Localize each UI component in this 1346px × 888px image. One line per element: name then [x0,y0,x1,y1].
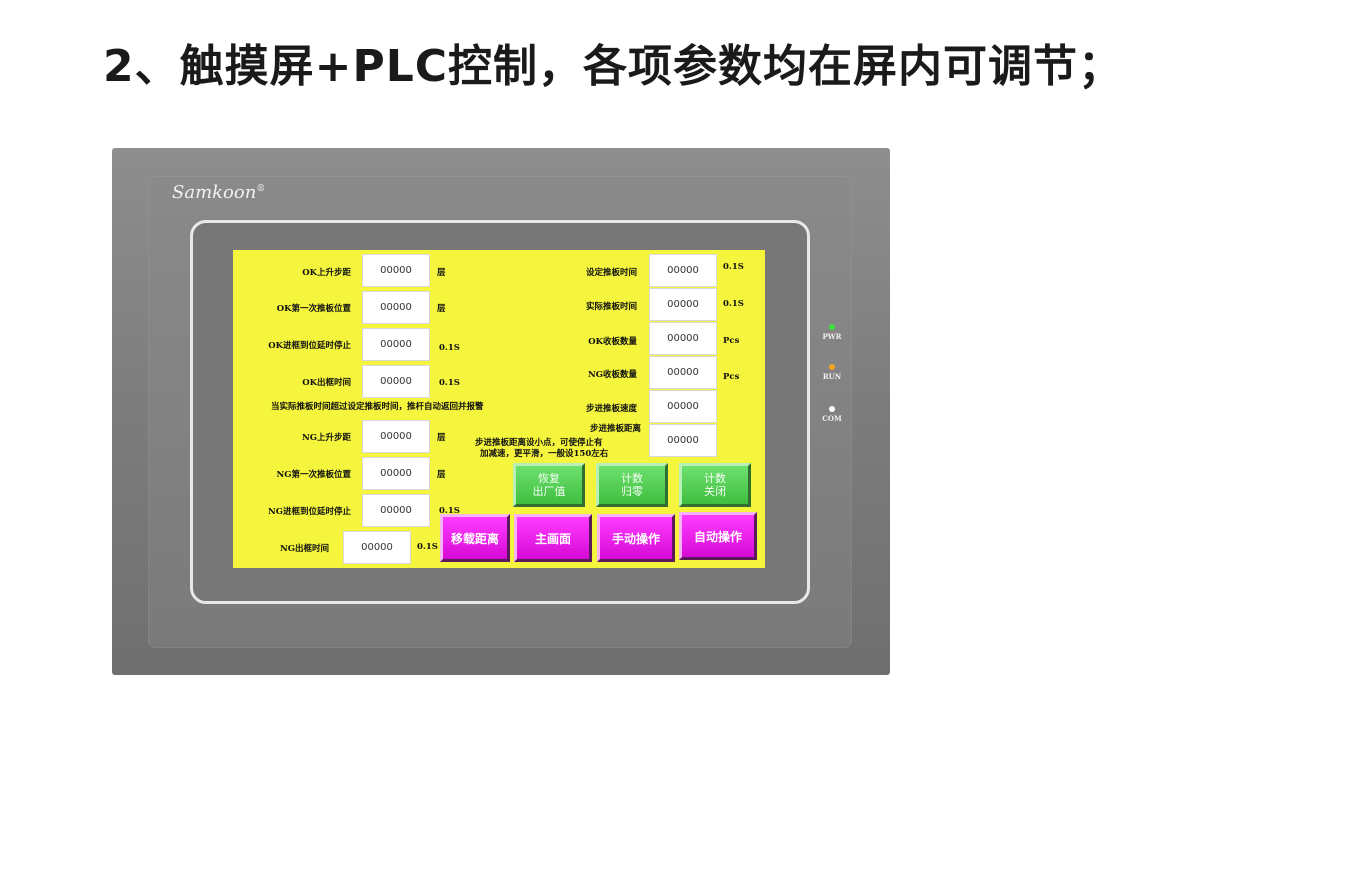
reset-count-button[interactable]: 计数归零 [596,463,668,507]
param-display-ng-count: 00000 [649,356,717,389]
brand-mark: ® [256,184,266,194]
param-unit: 层 [437,304,446,314]
param-input-set-push-time[interactable]: 00000 [649,254,717,287]
auto-operation-button[interactable]: 自动操作 [679,512,757,560]
param-unit: Pcs [723,372,740,382]
led-com: COM [817,406,847,423]
param-label: 步进推板距离 [589,424,641,434]
param-input-ng-step[interactable]: 00000 [362,420,430,453]
step-note-line-2: 加减速，更平滑，一般设150左右 [480,449,609,459]
restore-factory-button[interactable]: 恢复出厂值 [513,463,585,507]
led-run: RUN [817,364,847,381]
param-unit: 0.1S [439,378,460,388]
param-input-step-speed[interactable]: 00000 [649,390,717,423]
param-unit: 0.1S [417,542,438,552]
param-input-step-distance[interactable]: 00000 [649,424,717,457]
disable-count-button[interactable]: 计数关闭 [679,463,751,507]
param-input-ok-first-push[interactable]: 00000 [362,291,430,324]
brand-logo: Samkoon® [172,182,265,203]
led-pwr: PWR [817,324,847,341]
param-label: OK第一次推板位置 [276,304,351,314]
hmi-device: Samkoon® OK上升步距 00000 层 OK第一次推板位置 00000 … [112,148,890,675]
param-unit: 0.1S [723,299,744,309]
step-note-line-1: 步进推板距离设小点，可使停止有 [475,438,603,448]
param-unit: Pcs [723,336,740,346]
param-input-ok-out-time[interactable]: 00000 [362,365,430,398]
param-unit: 0.1S [439,343,460,353]
param-unit: 0.1S [723,262,744,272]
param-unit: 0.1S [439,506,460,516]
warning-note: 当实际推板时间超过设定推板时间，推杆自动返回并报警 [271,402,484,412]
param-label: NG收板数量 [587,370,637,380]
brand-name: Samkoon [172,182,257,203]
button-label: 恢复出厂值 [532,472,566,498]
param-input-ok-step[interactable]: 00000 [362,254,430,287]
param-unit: 层 [437,433,446,443]
manual-operation-button[interactable]: 手动操作 [597,514,675,562]
run-led-icon [829,364,835,370]
param-label: OK出框时间 [302,378,351,388]
param-display-ok-count: 00000 [649,322,717,355]
param-label: 步进推板速度 [585,404,637,414]
page-headline: 2、触摸屏+PLC控制，各项参数均在屏内可调节； [103,41,1124,92]
transfer-distance-button[interactable]: 移载距离 [440,514,510,562]
param-label: NG第一次推板位置 [276,470,351,480]
main-screen-button[interactable]: 主画面 [514,514,592,562]
param-label: 实际推板时间 [585,302,637,312]
param-unit: 层 [437,470,446,480]
param-label: OK进框到位延时停止 [268,341,351,351]
param-label: NG进框到位延时停止 [267,507,351,517]
param-input-ng-out-time[interactable]: 00000 [343,531,411,564]
com-led-icon [829,406,835,412]
param-unit: 层 [437,268,446,278]
pwr-led-icon [829,324,835,330]
param-input-ng-first-push[interactable]: 00000 [362,457,430,490]
button-label: 计数关闭 [704,472,726,498]
param-label: 设定推板时间 [585,268,637,278]
param-label: OK收板数量 [588,337,637,347]
button-label: 计数归零 [621,472,643,498]
param-label: NG出框时间 [279,544,329,554]
param-label: NG上升步距 [301,433,351,443]
touch-screen: OK上升步距 00000 层 OK第一次推板位置 00000 层 OK进框到位延… [233,250,765,568]
param-display-actual-push-time: 00000 [649,288,717,321]
param-label: OK上升步距 [302,268,351,278]
param-input-ok-delay[interactable]: 00000 [362,328,430,361]
param-input-ng-delay[interactable]: 00000 [362,494,430,527]
